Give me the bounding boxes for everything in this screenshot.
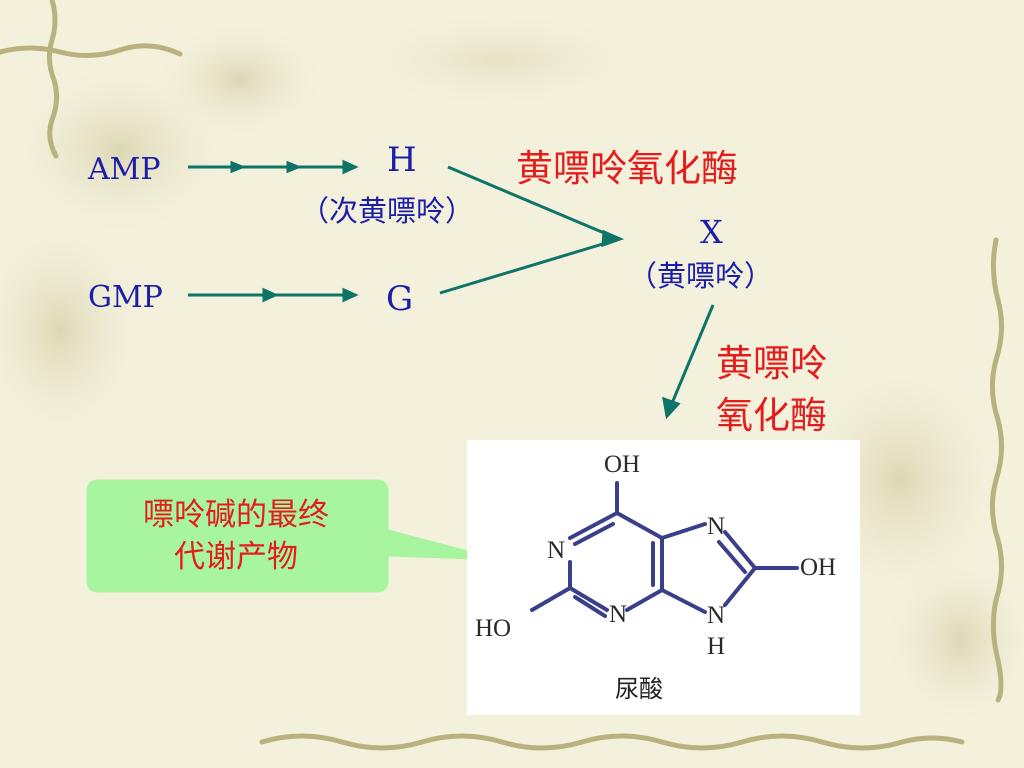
enzyme-label-2-line1: 黄嘌呤 [716,342,827,385]
uric-acid-structure: OH N N N N H HO OH 尿酸 [467,440,860,715]
x-label: X [700,213,723,251]
arrow-head [662,396,681,420]
atom-n7: N [707,513,726,540]
h-label: H [387,140,417,180]
arrow-head [262,287,279,303]
callout-line-1: 嘌呤碱的最终 [143,497,329,533]
molecule-bonds [530,481,799,618]
gmp-label: GMP [88,280,163,315]
atom-n9-h: H [707,633,726,660]
arrow-head [230,160,247,174]
molecule-name: 尿酸 [615,675,663,703]
atom-n9: N [707,602,726,629]
atom-n1: N [547,537,566,564]
enzyme-label-1: 黄嘌呤氧化酶 [516,147,738,190]
arrow-head [342,159,359,175]
enzyme-label-2-line2: 氧化酶 [716,394,827,437]
atom-oh-top: OH [604,451,641,478]
atom-ho-left: HO [475,615,512,642]
callout-text: 嘌呤碱的最终 代谢产物 [86,482,386,590]
h-name: （次黄嘌呤） [300,194,475,228]
g-label: G [386,279,414,319]
arrow-head [601,229,625,248]
callout-shape [86,479,503,593]
vine-border [0,0,1004,751]
arrow-head [342,287,359,303]
atom-n3: N [609,601,628,628]
x-name: （黄嘌呤） [628,259,774,293]
atom-oh-right: OH [800,554,837,581]
pathway-arrows [188,159,715,420]
callout-line-2: 代谢产物 [174,539,298,575]
arrow-head [286,160,303,174]
amp-label: AMP [88,152,161,187]
